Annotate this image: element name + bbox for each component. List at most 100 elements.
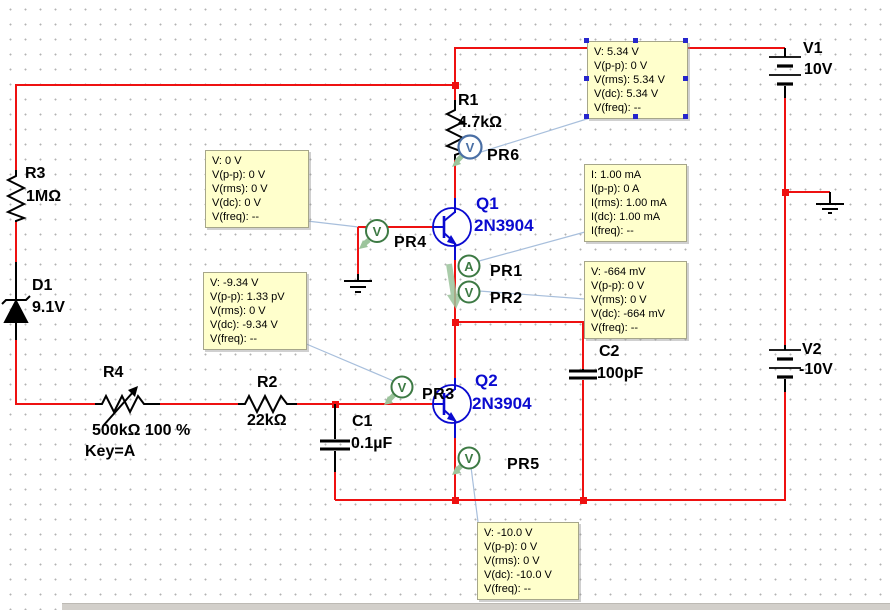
ground-symbol-right[interactable] — [816, 192, 844, 214]
label-pr5: PR5 — [507, 456, 540, 473]
pr1-line: I(freq): -- — [591, 225, 634, 237]
probe-readout-pr6[interactable]: V: 5.34 V V(p-p): 0 V V(rms): 5.34 V V(d… — [587, 41, 688, 119]
pr6-line: V(freq): -- — [594, 102, 642, 114]
label-c1-ref: C1 — [352, 413, 373, 430]
selection-handle[interactable] — [633, 38, 638, 43]
pr2-line: V(dc): -664 mV — [591, 308, 665, 320]
pr1-line: I: 1.00 mA — [591, 169, 642, 181]
pr6-line: V: 5.34 V — [594, 46, 639, 58]
label-pr1: PR1 — [490, 263, 523, 280]
zener-diode-d1[interactable] — [1, 262, 31, 340]
pr5-line: V(dc): -10.0 V — [484, 569, 552, 581]
label-r3-ref: R3 — [25, 165, 46, 182]
label-r4-key: Key=A — [85, 443, 136, 460]
selection-handle[interactable] — [683, 76, 688, 81]
pr2-line: V: -664 mV — [591, 266, 646, 278]
selection-handle[interactable] — [683, 38, 688, 43]
probe-readout-pr4[interactable]: V: 0 V V(p-p): 0 V V(rms): 0 V V(dc): 0 … — [205, 150, 309, 228]
probe-pr6[interactable]: V — [452, 134, 483, 168]
pr4-line: V(dc): 0 V — [212, 197, 261, 209]
label-pr2: PR2 — [490, 290, 523, 307]
probe-leader-lines — [303, 117, 591, 523]
label-r1-ref: R1 — [458, 92, 479, 109]
pr1-line: I(dc): 1.00 mA — [591, 211, 661, 223]
battery-v2[interactable] — [769, 345, 801, 392]
pr3-line: V(dc): -9.34 V — [210, 319, 278, 331]
label-pr4: PR4 — [394, 234, 427, 251]
pr1-line: I(p-p): 0 A — [591, 183, 640, 195]
resistor-r2[interactable] — [238, 393, 297, 415]
probe-readout-pr3[interactable]: V: -9.34 V V(p-p): 1.33 pV V(rms): 0 V V… — [203, 272, 307, 350]
label-r2-value: 22kΩ — [247, 412, 287, 429]
pr2-line: V(p-p): 0 V — [591, 280, 645, 292]
label-d1-value: 9.1V — [32, 299, 65, 316]
pr6-line: V(p-p): 0 V — [594, 60, 648, 72]
pr3-line: V(freq): -- — [210, 333, 258, 345]
label-r2-ref: R2 — [257, 374, 278, 391]
selection-handle[interactable] — [584, 114, 589, 119]
probe-pr4-letter: V — [373, 224, 382, 239]
label-r4-value: 500kΩ 100 % — [92, 422, 191, 439]
probe-readout-pr5[interactable]: V: -10.0 V V(p-p): 0 V V(rms): 0 V V(dc)… — [477, 522, 579, 600]
resistor-r1[interactable] — [444, 100, 466, 160]
probe-pr1-letter: A — [464, 259, 474, 274]
probe-readout-pr1[interactable]: I: 1.00 mA I(p-p): 0 A I(rms): 1.00 mA I… — [584, 164, 687, 242]
pr3-line: V(rms): 0 V — [210, 305, 266, 317]
label-c1-value: 0.1µF — [351, 435, 393, 452]
pr3-line: V(p-p): 1.33 pV — [210, 291, 285, 303]
horizontal-scrollbar[interactable] — [62, 603, 890, 610]
pr5-line: V: -10.0 V — [484, 527, 533, 539]
pr4-line: V(rms): 0 V — [212, 183, 268, 195]
wire-junction-dots — [332, 82, 789, 504]
resistor-r3[interactable] — [5, 170, 27, 222]
pr1-line: I(rms): 1.00 mA — [591, 197, 667, 209]
pr6-line: V(dc): 5.34 V — [594, 88, 659, 100]
selection-handle[interactable] — [633, 114, 638, 119]
label-v1-value: 10V — [804, 61, 833, 78]
pr4-line: V: 0 V — [212, 155, 242, 167]
probe-pr3[interactable]: V — [384, 375, 414, 406]
transistor-q1[interactable] — [432, 198, 472, 260]
label-pr6: PR6 — [487, 147, 520, 164]
transistor-q2[interactable] — [432, 378, 472, 438]
label-q2-ref: Q2 — [475, 371, 498, 390]
label-q1-ref: Q1 — [476, 194, 499, 213]
label-pr3: PR3 — [422, 386, 455, 403]
label-v1-ref: V1 — [803, 40, 823, 57]
label-r1-value: 4.7kΩ — [458, 114, 502, 131]
pr2-line: V(freq): -- — [591, 322, 639, 334]
label-q1-part: 2N3904 — [474, 216, 534, 235]
label-q2-part: 2N3904 — [472, 394, 532, 413]
pr3-line: V: -9.34 V — [210, 277, 259, 289]
probe-readout-pr2[interactable]: V: -664 mV V(p-p): 0 V V(rms): 0 V V(dc)… — [584, 261, 687, 339]
label-r3-value: 1MΩ — [26, 188, 62, 205]
probe-pr5-letter: V — [465, 451, 474, 466]
selection-handle[interactable] — [584, 38, 589, 43]
label-d1-ref: D1 — [32, 277, 53, 294]
probe-pr2[interactable]: V — [457, 280, 481, 304]
label-c2-value: 100pF — [597, 365, 644, 382]
capacitor-c1[interactable] — [320, 404, 350, 472]
pr6-line: V(rms): 5.34 V — [594, 74, 665, 86]
selection-handle[interactable] — [584, 76, 589, 81]
pr5-line: V(p-p): 0 V — [484, 541, 538, 553]
label-c2-ref: C2 — [599, 343, 620, 360]
probe-pr4[interactable]: V — [359, 219, 389, 249]
capacitor-c2[interactable] — [569, 369, 597, 380]
label-v2-ref: V2 — [802, 341, 822, 358]
battery-v1[interactable] — [769, 48, 801, 98]
selection-handle[interactable] — [683, 114, 688, 119]
probe-pr5[interactable]: V — [452, 446, 481, 476]
pr2-line: V(rms): 0 V — [591, 294, 647, 306]
ground-symbol-left[interactable] — [344, 274, 372, 293]
probe-pr3-letter: V — [398, 380, 407, 395]
pr5-line: V(freq): -- — [484, 583, 532, 595]
probe-pr1[interactable]: A — [457, 254, 481, 278]
pr4-line: V(freq): -- — [212, 211, 260, 223]
potentiometer-r4[interactable] — [95, 386, 160, 427]
probe-pr6-letter: V — [466, 140, 475, 155]
label-v2-value: -10V — [799, 361, 833, 378]
pr4-line: V(p-p): 0 V — [212, 169, 266, 181]
pr5-line: V(rms): 0 V — [484, 555, 540, 567]
